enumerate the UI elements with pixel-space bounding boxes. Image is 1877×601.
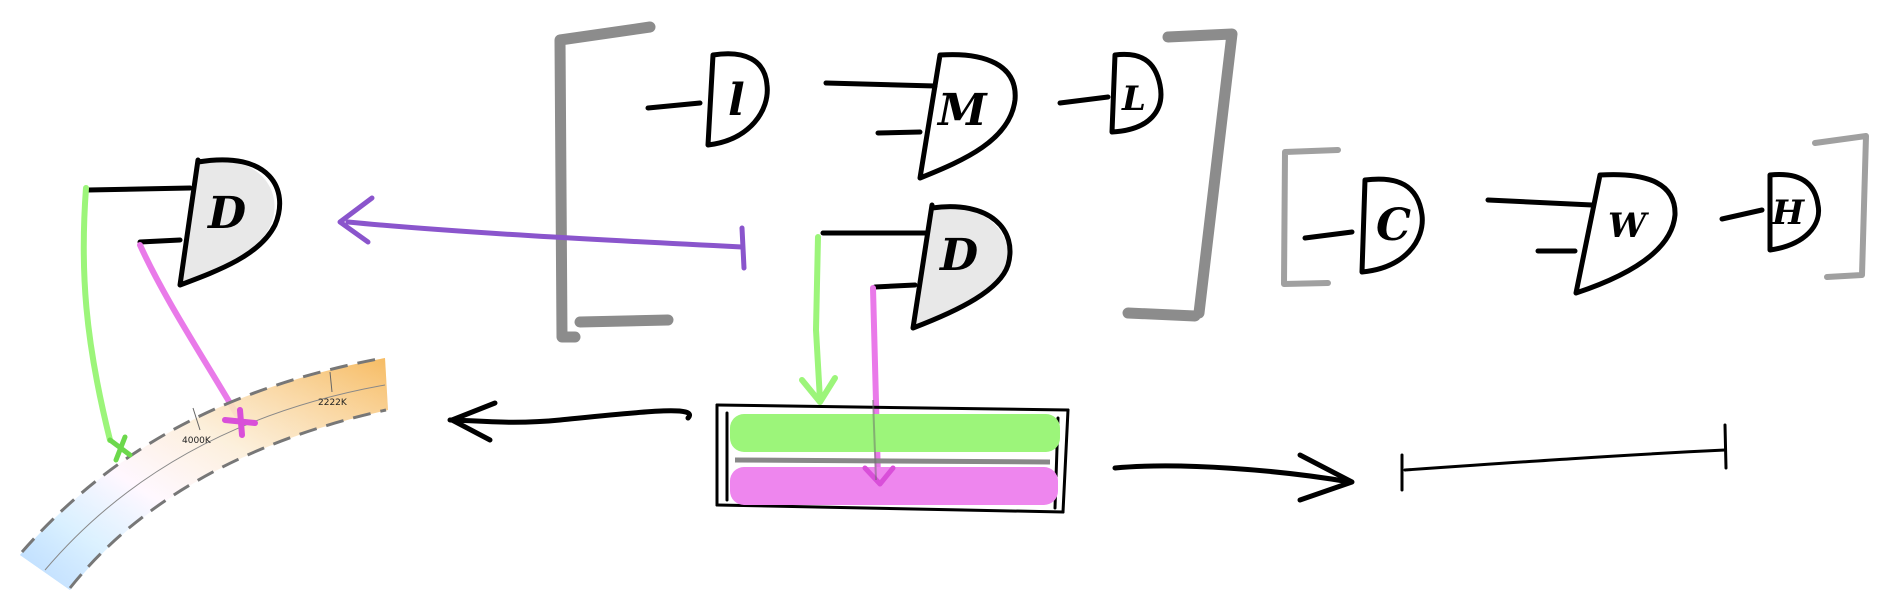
gate-right-c: C (1302, 176, 1425, 275)
color-temperature-strip: 4000K 2222K (20, 356, 388, 590)
gate-top-l2: L (1057, 51, 1164, 135)
gate-right-h-label: H (1771, 193, 1806, 233)
mid-magenta-arrowhead (862, 465, 896, 487)
gate-right-w-label: W (1608, 206, 1649, 246)
left-green-wire (80, 185, 113, 443)
green-bar (730, 414, 1060, 452)
gate-top-l-label: l (728, 75, 745, 126)
gate-left-d: D (85, 157, 283, 288)
left-magenta-wire (137, 242, 243, 423)
strip-tick-2222k: 2222K (318, 398, 348, 408)
mid-green-wire (812, 234, 823, 403)
gate-mid-d: D (820, 202, 1013, 331)
purple-arrow (337, 195, 747, 271)
gate-right-w: W (1485, 172, 1678, 296)
gate-top-l: l (645, 51, 770, 148)
strip-tick-4000k: 4000K (182, 436, 212, 446)
group-bracket-left (554, 21, 674, 343)
forward-arrow (1112, 452, 1355, 503)
right-group-bracket-left (1281, 147, 1341, 287)
mid-green-arrowhead (799, 375, 838, 405)
gate-mid-d-label: D (938, 230, 978, 281)
green-marker (107, 434, 133, 463)
magenta-marker (222, 407, 258, 438)
gate-top-l2-label: L (1121, 79, 1146, 119)
magenta-bar (730, 467, 1058, 505)
right-group-bracket-right (1812, 133, 1869, 280)
gate-top-m-label: M (936, 85, 988, 136)
group-bracket-right (1122, 28, 1238, 322)
gate-right-c-label: C (1376, 200, 1411, 251)
value-table (715, 403, 1070, 514)
range-line (1400, 423, 1728, 492)
back-arrow (447, 400, 693, 443)
gate-right-h: H (1719, 172, 1822, 253)
gate-top-m: M (823, 52, 1018, 181)
gate-left-d-label: D (206, 188, 246, 239)
